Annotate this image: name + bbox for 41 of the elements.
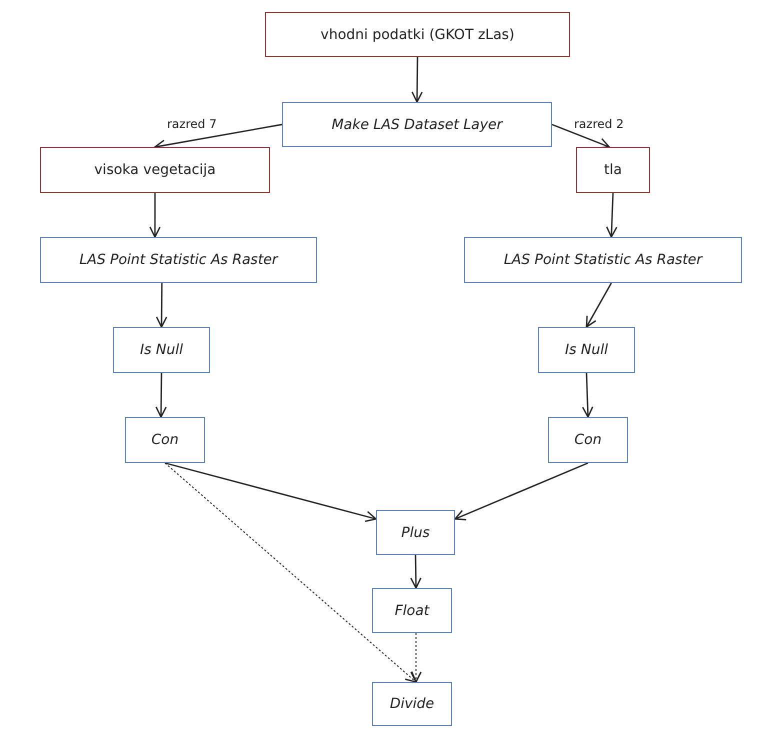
arrow	[586, 282, 612, 328]
box-label: Con	[574, 432, 602, 448]
process-box	[113, 327, 210, 373]
box-label: Con	[151, 432, 179, 448]
box-label: Make LAS Dataset Layer	[332, 116, 502, 132]
process-box	[372, 682, 452, 726]
box-label: LAS Point Statistic As Raster	[504, 252, 702, 268]
arrow	[155, 373, 167, 418]
arrow	[606, 192, 618, 238]
process-box	[538, 327, 635, 373]
process-box	[376, 510, 455, 555]
process-box	[576, 147, 650, 193]
arrow	[410, 632, 422, 683]
box-label: Is Null	[565, 342, 608, 358]
box-label: Float	[394, 602, 430, 618]
arrow	[156, 283, 168, 328]
arrow	[454, 462, 588, 520]
arrow	[410, 555, 422, 589]
process-box	[548, 417, 628, 463]
process-box	[282, 102, 552, 147]
process-box	[464, 237, 742, 283]
process-box	[125, 417, 205, 463]
arrow	[582, 372, 594, 418]
arrow	[411, 57, 423, 103]
arrow	[164, 462, 417, 683]
process-box	[372, 588, 452, 633]
box-label: visoka vegetacija	[94, 162, 216, 178]
box-label: Is Null	[140, 342, 183, 358]
edge-label: razred 2	[572, 117, 626, 131]
box-label: vhodni podatki (GKOT zLas)	[320, 26, 514, 42]
arrow	[552, 124, 610, 149]
box-label: Plus	[401, 524, 430, 540]
process-box	[40, 237, 317, 283]
box-label: LAS Point Statistic As Raster	[79, 252, 278, 268]
arrow	[149, 193, 161, 238]
box-label: Divide	[390, 696, 434, 712]
process-box	[40, 147, 270, 193]
process-box	[265, 12, 570, 57]
box-label: tla	[604, 162, 622, 178]
edge-label: razred 7	[165, 117, 219, 131]
arrow	[164, 462, 377, 522]
